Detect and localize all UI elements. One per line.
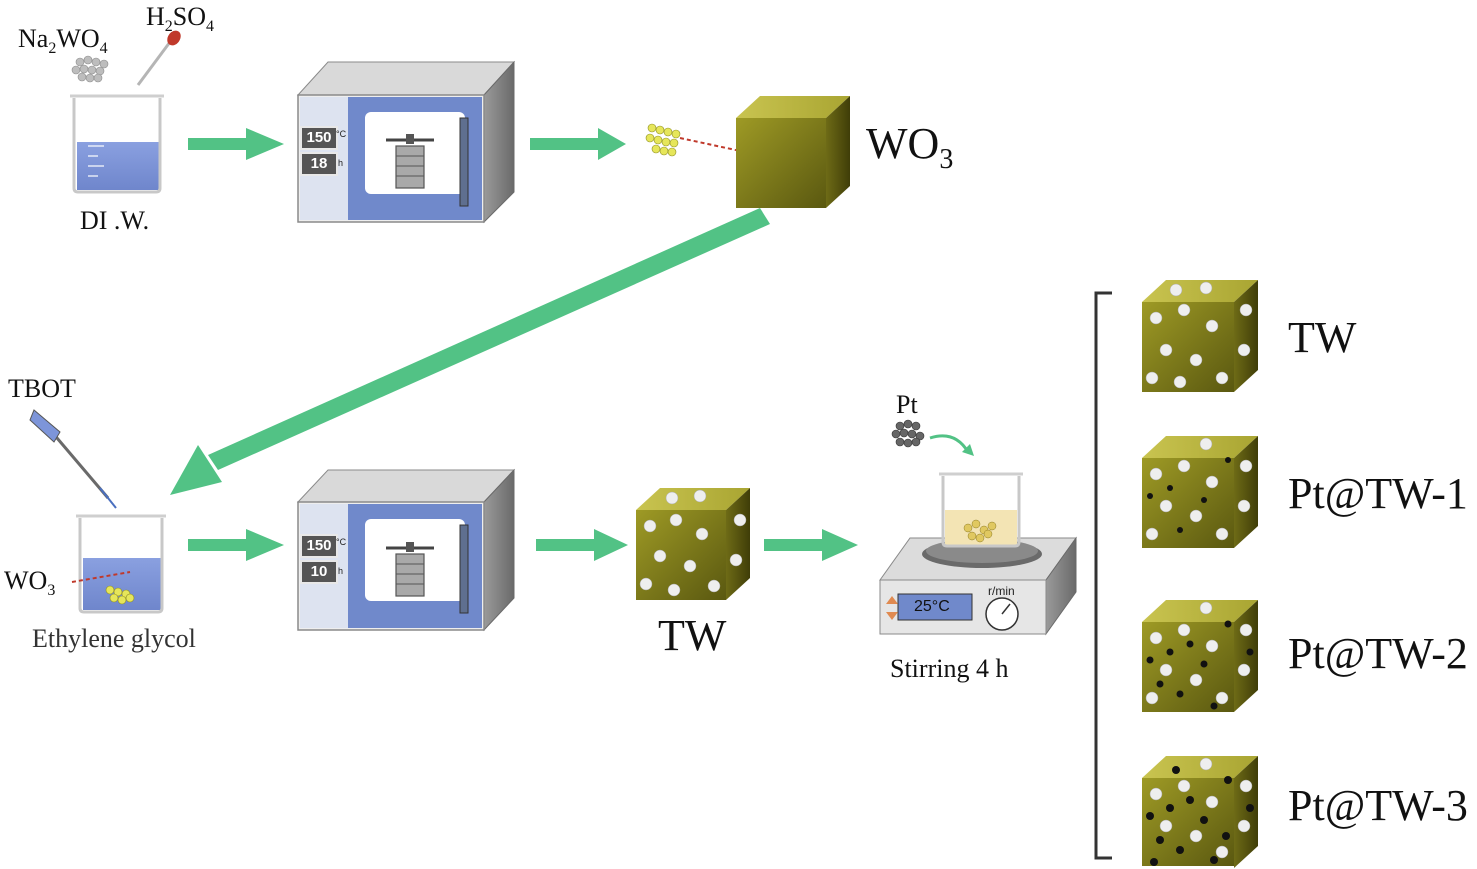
wo3-product-label: WO3 xyxy=(866,119,954,175)
sample-label-pt-tw-2: Pt@TW-2 xyxy=(1288,629,1468,678)
sample-label-tw: TW xyxy=(1288,313,1357,362)
stirrer-icon xyxy=(879,536,1077,636)
add-arrow-icon xyxy=(929,434,970,453)
oven1-time-display: 18 xyxy=(300,152,338,176)
cube-icon xyxy=(1142,756,1258,868)
process-arrows xyxy=(170,128,858,561)
cube-icon xyxy=(736,96,850,208)
beaker-icon xyxy=(70,94,164,194)
h2so4-label: H2SO4 xyxy=(146,2,215,36)
solvent-label-diw: DI .W. xyxy=(80,206,150,235)
zoom-line xyxy=(679,137,746,153)
cube-icon xyxy=(1142,600,1258,712)
na2wo4-particles-icon xyxy=(71,55,109,83)
cube-icon xyxy=(1142,436,1258,548)
na2wo4-label: Na2WO4 xyxy=(18,24,108,58)
pipette-icon xyxy=(29,409,117,509)
sample-label-pt-tw-3: Pt@TW-3 xyxy=(1288,781,1468,830)
oven1-temp-display: 150 xyxy=(300,126,338,150)
beaker-icon xyxy=(76,514,166,614)
oven2-time-unit: h xyxy=(338,566,344,576)
pt-particles-icon xyxy=(891,419,925,448)
oven2-temp-unit: °C xyxy=(336,537,347,547)
cube-icon xyxy=(1142,280,1258,392)
tw-product-label: TW xyxy=(658,611,727,660)
oven2-time-display: 10 xyxy=(300,560,338,584)
sample-bracket xyxy=(1094,291,1112,860)
stirrer-rpm-label: r/min xyxy=(988,584,1015,598)
cube-icon xyxy=(636,488,750,600)
beaker-icon xyxy=(939,472,1023,548)
pt-label: Pt xyxy=(896,390,918,419)
stirring-caption: Stirring 4 h xyxy=(890,654,1009,683)
stirrer-temp-display: 25°C xyxy=(914,598,950,615)
wo3-inbeaker-label: WO3 xyxy=(4,566,56,600)
add-arrowhead-icon xyxy=(962,444,974,456)
oven2-temp-display: 150 xyxy=(300,534,338,558)
tbot-label: TBOT xyxy=(8,374,76,403)
oven1-temp-unit: °C xyxy=(336,129,347,139)
zoom-line xyxy=(71,571,131,583)
sample-label-pt-tw-1: Pt@TW-1 xyxy=(1288,469,1468,518)
autoclave-icon xyxy=(386,542,434,597)
oven1-time-unit: h xyxy=(338,158,344,168)
wo3-particles-icon xyxy=(645,123,681,157)
dropper-icon xyxy=(136,30,181,86)
solvent-label-eg: Ethylene glycol xyxy=(32,624,196,653)
autoclave-icon xyxy=(386,134,434,189)
